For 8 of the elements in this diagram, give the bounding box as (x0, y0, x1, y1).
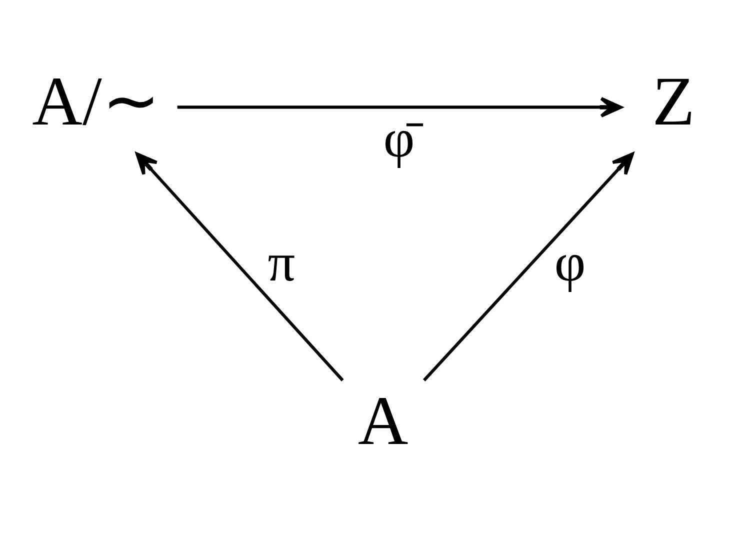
node-text: Z (652, 63, 695, 140)
arrow (136, 152, 344, 382)
edge-label: π (268, 232, 296, 292)
arrow (177, 96, 622, 118)
node-text: A/∼ (32, 63, 161, 140)
edge-label: φ (554, 232, 586, 292)
arrow (422, 152, 634, 382)
node-text: A (358, 382, 408, 460)
